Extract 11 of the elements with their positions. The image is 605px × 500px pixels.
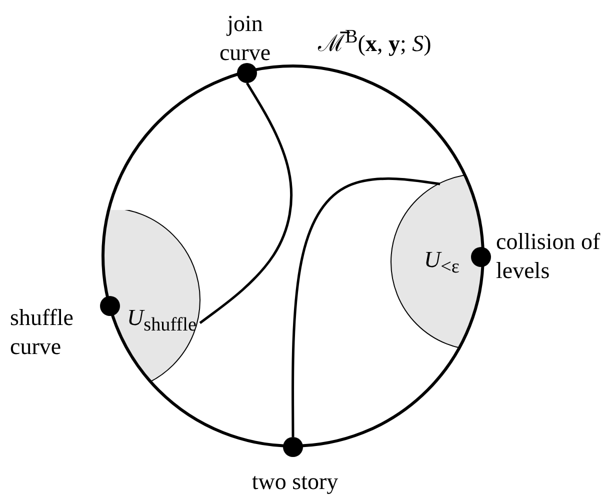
point-label: join curve: [218, 10, 272, 67]
space-label: ℳ̅$^{B}$(x, y; S): [318, 26, 432, 58]
point-dot: [283, 437, 303, 457]
point-label: collision of levels: [496, 228, 602, 285]
point-dot: [237, 63, 257, 83]
curve: [292, 177, 440, 437]
point-label: shuffle curve: [10, 304, 74, 361]
curve: [199, 82, 293, 324]
region-label: U$_{<ε}$: [424, 248, 460, 277]
region-label: U$_{shuffle}$: [127, 306, 196, 335]
point-label: two story: [250, 468, 340, 496]
